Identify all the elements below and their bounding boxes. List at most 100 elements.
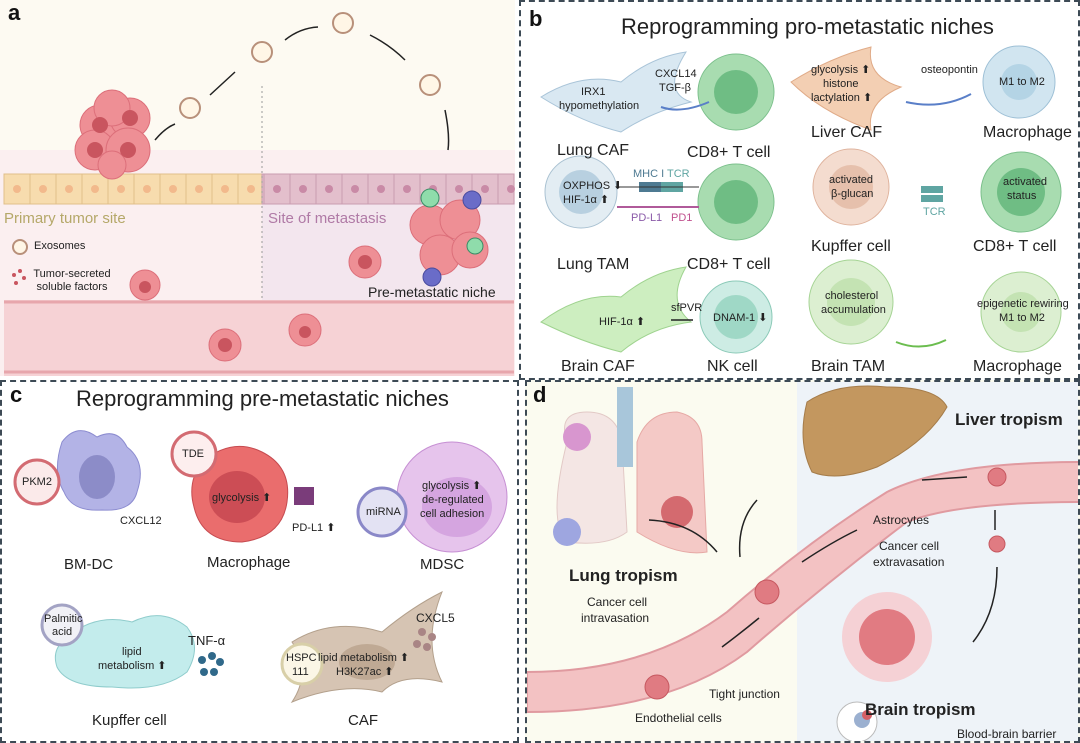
liver-caf-text-2: histone xyxy=(823,78,859,90)
liver-caf-label: Liver CAF xyxy=(811,124,883,141)
panel-b: b Reprogramming pro-metastatic niches IR… xyxy=(519,0,1080,380)
caf-label: CAF xyxy=(348,712,378,729)
exosomes-legend-label: Exosomes xyxy=(34,240,86,252)
epithelial-cell-nucleus xyxy=(351,185,359,193)
epithelial-cell-nucleus xyxy=(13,185,21,193)
macrophage-glycolysis: glycolysis ⬆ xyxy=(212,492,272,504)
niche-cluster xyxy=(409,199,489,276)
lung-caf-text-1: IRX1 xyxy=(581,86,606,98)
kupffer-acid: acid xyxy=(52,626,73,638)
liver-caf-target-label: Macrophage xyxy=(983,124,1072,141)
lung-caf-text-2: hypomethylation xyxy=(559,100,640,112)
lung-caf-signal-2: TGF-β xyxy=(659,82,691,94)
brain-tam-target-label: Macrophage xyxy=(973,358,1062,375)
epithelial-cell-nucleus xyxy=(403,185,411,193)
epithelial-cell-nucleus xyxy=(221,185,229,193)
brain-caf-signal: sfPVR xyxy=(671,302,703,314)
macrophage-label: Macrophage xyxy=(207,554,291,571)
extravasation-label-1: Cancer cell xyxy=(879,539,940,553)
primary-tumor-site-label: Primary tumor site xyxy=(4,210,126,227)
epithelial-cell-nucleus xyxy=(299,185,307,193)
primary-tumor xyxy=(74,89,151,180)
epithelial-cell-nucleus xyxy=(481,185,489,193)
panel-d-illustration xyxy=(527,382,1078,741)
lung-tam-text-1: OXPHOS ⬇ xyxy=(563,180,623,192)
lung-tropism-label: Lung tropism xyxy=(569,566,678,585)
caf-lipid: lipid metabolism ⬆ xyxy=(318,652,410,664)
pdl1-label: PD-L1 xyxy=(631,212,663,224)
kupffer-c-label: Kupffer cell xyxy=(92,712,167,729)
panel-c: c Reprogramming pre-metastatic niches PK… xyxy=(0,380,519,743)
mdsc-text-3: cell adhesion xyxy=(420,508,485,520)
kupffer-signal: TNF-α xyxy=(188,633,226,648)
bbb-label: Blood-brain barrier xyxy=(957,727,1057,741)
intravasation-label-1: Cancer cell xyxy=(587,595,648,609)
kupffer-palmitic: Palmitic xyxy=(44,613,83,625)
panel-c-label: c xyxy=(10,382,23,407)
lung-tam-label: Lung TAM xyxy=(557,256,630,273)
brain-tam-text-2: accumulation xyxy=(821,304,886,316)
tight-junction-label: Tight junction xyxy=(709,687,780,701)
lung-caf-label: Lung CAF xyxy=(557,142,630,159)
epithelial-cell-nucleus xyxy=(325,185,333,193)
brain-tam-target-text-1: epigenetic rewiring xyxy=(977,298,1069,310)
lung-caf-target-label: CD8+ T cell xyxy=(687,144,771,161)
panel-a-illustration xyxy=(0,12,515,376)
endothelial-label: Endothelial cells xyxy=(635,711,722,725)
epithelial-cell-nucleus xyxy=(247,185,255,193)
epithelial-cell-nucleus xyxy=(273,185,281,193)
epithelial-cell-nucleus xyxy=(91,185,99,193)
caf-hspc: HSPC xyxy=(286,652,317,664)
lung-caf-signal-1: CXCL14 xyxy=(655,68,697,80)
metastasis-site-label: Site of metastasis xyxy=(268,210,387,227)
exosome xyxy=(179,12,441,119)
mhc-label: MHC I xyxy=(633,168,665,180)
caf-signal: CXCL5 xyxy=(416,611,455,625)
kupffer-lipid: lipid xyxy=(122,646,142,658)
kupffer-target-text-1: activated xyxy=(1003,176,1048,188)
panel-d: d Lung tropism Liver tropism Brain tropi… xyxy=(525,380,1080,743)
liver-caf-text-1: glycolysis ⬆ xyxy=(811,64,871,76)
bmdc-label: BM-DC xyxy=(64,556,114,573)
brain-tam-label: Brain TAM xyxy=(811,358,886,375)
exosome-legend-icon xyxy=(12,239,28,255)
mdsc-text-2: de-regulated xyxy=(422,494,484,506)
macrophage-signal: PD-L1 ⬆ xyxy=(292,522,336,534)
panel-b-illustration xyxy=(540,45,1062,354)
brain-caf-label: Brain CAF xyxy=(561,358,635,375)
epithelial-cell-nucleus xyxy=(143,185,151,193)
epithelial-cell-nucleus xyxy=(39,185,47,193)
macrophage-tde: TDE xyxy=(182,448,204,460)
brain-tam-target-text-2: M1 to M2 xyxy=(999,312,1045,324)
epithelial-cell-nucleus xyxy=(507,185,515,193)
panel-a-label: a xyxy=(8,0,21,25)
kupffer-target-text-2: status xyxy=(1007,190,1037,202)
nk-cell-text: DNAM-1 ⬇ xyxy=(713,312,768,324)
epithelial-cell-nucleus xyxy=(169,185,177,193)
panel-b-label: b xyxy=(529,6,543,31)
astrocytes-label: Astrocytes xyxy=(873,513,930,527)
liver-caf-signal: osteopontin xyxy=(921,64,978,76)
lung-tam-text-2: HIF-1α ⬆ xyxy=(563,194,610,206)
panel-c-illustration xyxy=(13,430,508,704)
kupffer-text-1: activated xyxy=(829,174,874,186)
lung-tam-target-label: CD8+ T cell xyxy=(687,256,771,273)
mdsc-text-1: glycolysis ⬆ xyxy=(422,480,482,492)
panel-d-label: d xyxy=(533,382,547,407)
factor-legend-icon xyxy=(12,269,26,285)
brain-caf-target-label: NK cell xyxy=(707,358,758,375)
brain-tropism-label: Brain tropism xyxy=(865,700,976,719)
epithelial-cell-nucleus xyxy=(195,185,203,193)
epithelial-cell-nucleus xyxy=(455,185,463,193)
pre-metastatic-niche-label: Pre-metastatic niche xyxy=(368,284,496,300)
epithelial-cell-nucleus xyxy=(117,185,125,193)
mdsc-label: MDSC xyxy=(420,556,465,573)
caf-111: 111 xyxy=(292,666,309,678)
caf-h3k27ac: H3K27ac ⬆ xyxy=(336,666,394,678)
mdsc-mirna: miRNA xyxy=(366,506,401,518)
kupffer-text-2: β-glucan xyxy=(831,188,874,200)
liver-caf-target-text: M1 to M2 xyxy=(999,76,1045,88)
brain-tam-text-1: cholesterol xyxy=(825,290,879,302)
tcr-label: TCR xyxy=(667,168,690,180)
epithelial-cell-nucleus xyxy=(65,185,73,193)
